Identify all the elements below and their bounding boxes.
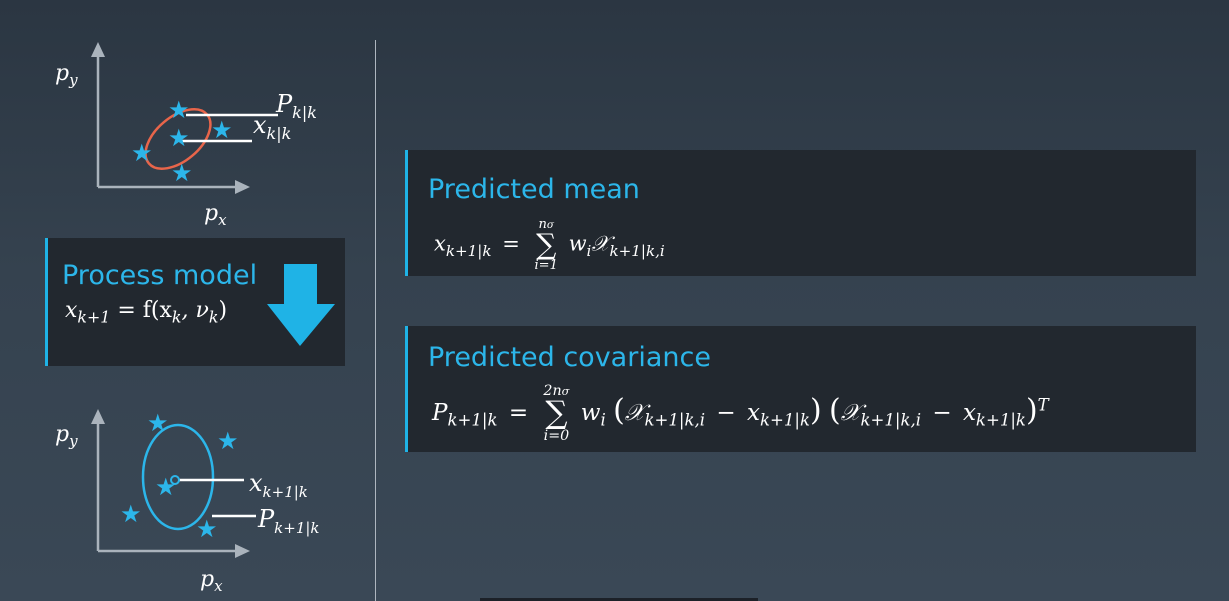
process-model-box: Process model xk+1 = f(xk, νk) — [45, 238, 345, 366]
sigma-points-before-diagram: py px ★ ★ ★ ★ ★ Pk|k xk|k — [55, 42, 317, 229]
sigma-point-star: ★ — [155, 473, 177, 501]
x-axis-label: px — [200, 567, 223, 595]
vertical-divider — [375, 40, 376, 601]
sigma-point-star: ★ — [131, 139, 153, 167]
y-axis-label: py — [55, 422, 78, 450]
predicted-mean-box: Predicted mean xk+1|k = nσ ∑ i=1 wi𝒳k+1|… — [405, 150, 1196, 276]
mean-label: xk|k — [253, 111, 291, 143]
sigma-points-after-diagram: py px ★ ★ ★ ★ ★ xk+1|k Pk+1|k — [55, 409, 320, 595]
sigma-point-star: ★ — [196, 515, 218, 543]
left-panel: py px ★ ★ ★ ★ ★ Pk|k xk|k Process model … — [0, 0, 370, 601]
y-axis-arrow — [91, 42, 105, 57]
arrow-down-icon — [267, 264, 335, 346]
bottom-bar — [480, 598, 758, 601]
predicted-mean-formula: xk+1|k = nσ ∑ i=1 wi𝒳k+1|k,i — [434, 217, 665, 274]
predicted-covariance-formula: Pk+1|k = 2nσ ∑ i=0 wi (𝒳k+1|k,i − xk+1|k… — [432, 383, 1049, 445]
process-model-title: Process model — [62, 260, 258, 291]
sigma-point-star: ★ — [211, 116, 233, 144]
y-axis-label: py — [55, 61, 78, 89]
sigma-point-star: ★ — [168, 96, 190, 124]
sigma-point-star: ★ — [120, 500, 142, 528]
y-axis-arrow — [91, 409, 105, 424]
mean-point — [170, 475, 180, 485]
process-model-formula: xk+1 = f(xk, νk) — [65, 298, 228, 327]
summation: nσ ∑ i=1 — [534, 217, 558, 274]
covariance-label: Pk+1|k — [257, 505, 320, 537]
sigma-point-star: ★ — [147, 409, 169, 437]
covariance-label: Pk|k — [275, 90, 317, 122]
mean-label: xk+1|k — [249, 469, 308, 501]
sigma-point-star: ★ — [171, 159, 193, 187]
x-axis-arrow — [235, 180, 250, 194]
sigma-point-star: ★ — [168, 124, 190, 152]
sigma-point-star: ★ — [217, 427, 239, 455]
summation: 2nσ ∑ i=0 — [543, 383, 570, 445]
predicted-covariance-title: Predicted covariance — [428, 342, 711, 373]
x-axis-arrow — [235, 544, 250, 558]
predicted-covariance-box: Predicted covariance Pk+1|k = 2nσ ∑ i=0 … — [405, 326, 1196, 452]
x-axis-label: px — [204, 201, 227, 229]
predicted-mean-title: Predicted mean — [428, 174, 640, 205]
covariance-ellipse-after — [141, 423, 215, 531]
